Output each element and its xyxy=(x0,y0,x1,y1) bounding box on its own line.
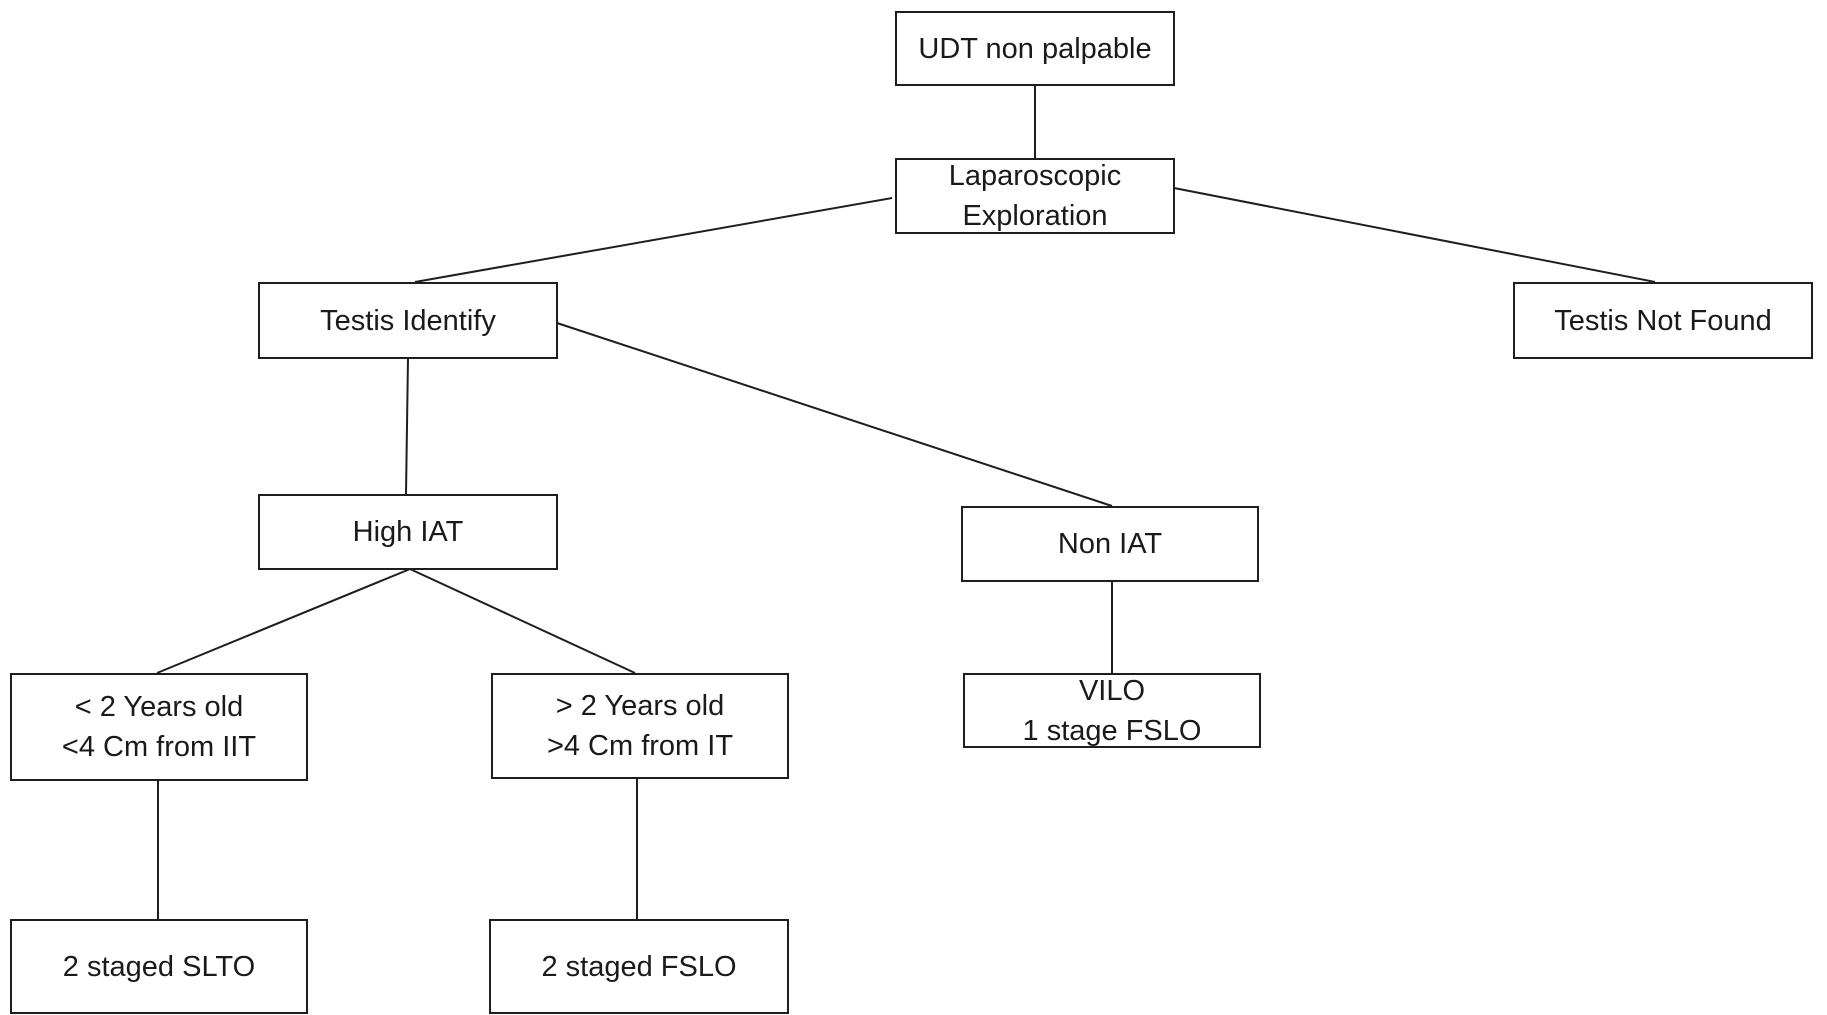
node-label-line: 1 stage FSLO xyxy=(1022,714,1202,747)
node-label-line: High IAT xyxy=(352,516,464,548)
node-vilo-1-stage-fslo: VILO 1 stage FSLO xyxy=(963,673,1261,748)
node-2-staged-slto: 2 staged SLTO xyxy=(10,919,308,1014)
node-high-iat: High IAT xyxy=(258,494,558,570)
edge-testis-identify-to-non-iat xyxy=(556,322,1113,507)
node-label-line: UDT non palpable xyxy=(918,32,1152,65)
edge-high-iat-to-over-2-years xyxy=(409,568,636,674)
edge-laparoscopic-to-testis-identify xyxy=(414,197,893,283)
node-over-2-years: > 2 Years old >4 Cm from IT xyxy=(491,673,789,779)
edge-testis-identify-to-high-iat xyxy=(405,357,409,495)
node-non-iat: Non IAT xyxy=(961,506,1259,582)
node-testis-not-found: Testis Not Found xyxy=(1513,282,1813,359)
node-under-2-years: < 2 Years old <4 Cm from IIT xyxy=(10,673,308,781)
edge-laparoscopic-to-testis-not-found xyxy=(1173,187,1656,283)
node-label-line: Non IAT xyxy=(1057,528,1163,560)
node-label-line: >4 Cm from IT xyxy=(546,730,734,762)
node-label-line: VILO xyxy=(1078,674,1146,707)
node-label-line: > 2 Years old xyxy=(555,690,725,722)
edge-high-iat-to-under-2-years xyxy=(156,568,411,674)
node-label-line: Testis Not Found xyxy=(1554,304,1772,337)
node-laparoscopic-exploration: Laparoscopic Exploration xyxy=(895,158,1175,234)
node-label-line: Laparoscopic xyxy=(948,160,1122,192)
node-udt-non-palpable: UDT non palpable xyxy=(895,11,1175,86)
node-label-line: 2 staged SLTO xyxy=(62,950,256,983)
node-2-staged-fslo: 2 staged FSLO xyxy=(489,919,789,1014)
node-label-line: <4 Cm from IIT xyxy=(61,731,257,763)
node-label-line: Testis Identify xyxy=(320,304,496,337)
node-testis-identify: Testis Identify xyxy=(258,282,558,359)
node-label-line: 2 staged FSLO xyxy=(541,950,737,983)
node-label-line: < 2 Years old xyxy=(74,691,244,723)
node-label-line: Exploration xyxy=(962,200,1108,232)
